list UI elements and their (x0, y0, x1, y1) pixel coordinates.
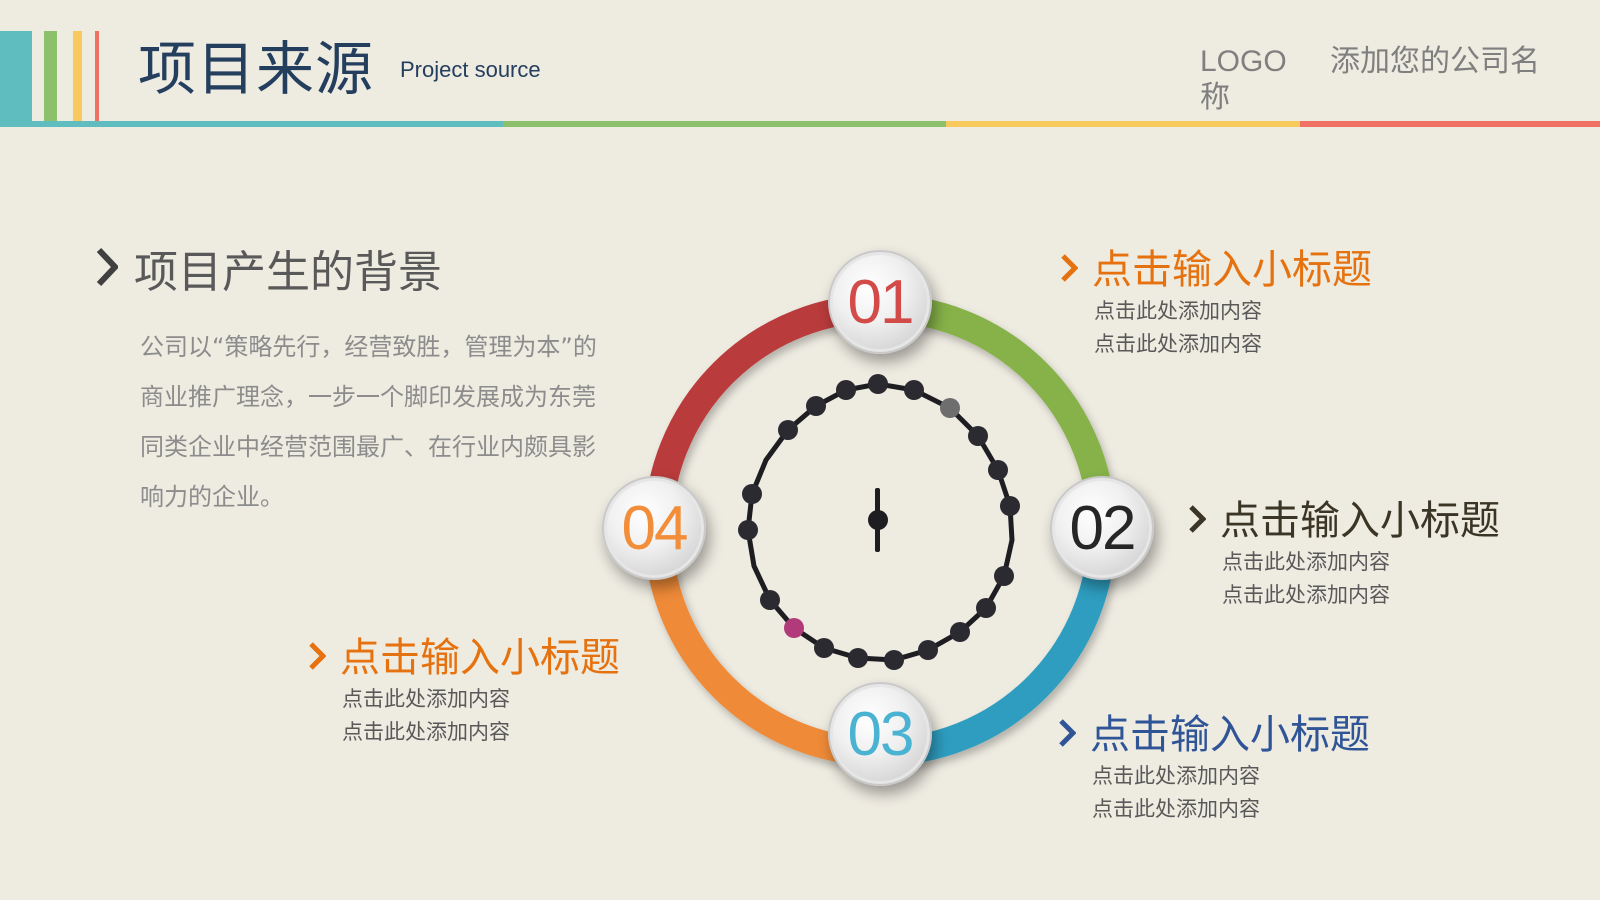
item-03[interactable]: 点击输入小标题 点击此处添加内容 点击此处添加内容 (1058, 710, 1370, 826)
item-line[interactable]: 点击此处添加内容 (1092, 764, 1260, 788)
header-stripe-yellow (73, 31, 82, 122)
badge-01[interactable]: 01 (828, 250, 932, 354)
item-line[interactable]: 点击此处添加内容 (1222, 550, 1390, 574)
item-title[interactable]: 点击输入小标题 (340, 635, 620, 681)
page-subtitle: Project source (400, 57, 541, 82)
chevron-right-icon (96, 245, 120, 301)
logo-placeholder[interactable]: LOGO 称 (1200, 45, 1287, 114)
item-line[interactable]: 点击此处添加内容 (1094, 299, 1262, 323)
chevron-right-icon (1060, 245, 1079, 295)
header-line-teal (0, 121, 503, 127)
background-paragraph: 公司以“策略先行，经营致胜，管理为本”的商业推广理念，一步一个脚印发展成为东莞同… (140, 333, 597, 511)
item-01[interactable]: 点击输入小标题 点击此处添加内容 点击此处添加内容 (1060, 245, 1372, 361)
chevron-right-icon (308, 633, 327, 683)
item-title[interactable]: 点击输入小标题 (1090, 712, 1370, 758)
company-name[interactable]: 添加您的公司名 (1330, 44, 1540, 79)
item-line[interactable]: 点击此处添加内容 (342, 687, 510, 711)
item-02[interactable]: 点击输入小标题 点击此处添加内容 点击此处添加内容 (1188, 496, 1500, 612)
item-line[interactable]: 点击此处添加内容 (342, 720, 510, 744)
badge-03[interactable]: 03 (828, 682, 932, 786)
header-accent-block (0, 31, 32, 122)
header-line-red (1300, 121, 1600, 127)
badge-04[interactable]: 04 (602, 476, 706, 580)
chevron-right-icon (1058, 710, 1077, 760)
header-stripe-red (95, 31, 99, 122)
item-title[interactable]: 点击输入小标题 (1220, 498, 1500, 544)
item-line[interactable]: 点击此处添加内容 (1094, 332, 1262, 356)
page-title: 项目来源 (138, 35, 375, 103)
header-line-yellow (946, 121, 1300, 127)
header-stripe-green (44, 31, 57, 122)
item-04[interactable]: 点击输入小标题 点击此处添加内容 点击此处添加内容 (308, 633, 620, 749)
chevron-right-icon (1188, 496, 1207, 546)
item-line[interactable]: 点击此处添加内容 (1222, 583, 1390, 607)
item-line[interactable]: 点击此处添加内容 (1092, 797, 1260, 821)
background-heading-text: 项目产生的背景 (134, 247, 442, 298)
badge-02[interactable]: 02 (1050, 476, 1154, 580)
item-title[interactable]: 点击输入小标题 (1092, 247, 1372, 293)
background-heading: 项目产生的背景 (96, 245, 442, 301)
header-line-green (503, 121, 946, 127)
people-circle-image (738, 374, 1020, 670)
